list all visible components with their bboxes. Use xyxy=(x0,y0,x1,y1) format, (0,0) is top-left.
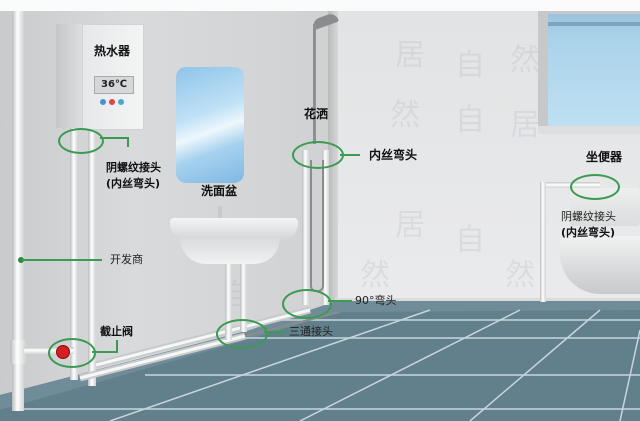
callout-leader xyxy=(100,137,128,139)
callout-90-elbow: 90°弯头 xyxy=(355,294,397,307)
callout-toilet-joint-line1: 阴螺纹接头 xyxy=(561,210,616,223)
wash-basin xyxy=(170,218,298,240)
callout-ring-90-elbow xyxy=(282,289,332,319)
main-supply-pipe xyxy=(12,11,24,411)
callout-toilet-joint-line2: (内丝弯头) xyxy=(561,226,616,239)
callout-heater-joint-line2: (内丝弯头) xyxy=(106,177,161,190)
toilet-bowl xyxy=(560,236,640,294)
heater-knob-icon xyxy=(118,99,124,105)
sink-drain-pipe xyxy=(225,260,232,340)
callout-leader xyxy=(340,154,360,156)
window-sill xyxy=(538,126,640,134)
water-heater-side xyxy=(56,24,86,128)
heater-pipe-hot xyxy=(88,128,96,386)
window-glass xyxy=(548,14,640,126)
callout-dot xyxy=(18,257,24,263)
toilet-label: 坐便器 xyxy=(586,150,623,164)
watermark: 自 xyxy=(455,223,485,258)
wash-basin-label: 洗面盆 xyxy=(201,184,238,198)
wash-basin-bowl xyxy=(180,238,280,264)
shower-pipe-right xyxy=(322,150,329,305)
shower-pipe-left xyxy=(302,150,309,305)
window-bar xyxy=(548,22,640,26)
callout-ring-heater-joint xyxy=(58,128,104,154)
callout-ring-tee-joint xyxy=(216,319,268,349)
callout-leader xyxy=(92,351,118,353)
callout-tee-joint: 三通接头 xyxy=(289,325,333,338)
watermark: 然 xyxy=(510,43,540,78)
watermark: 自 xyxy=(455,103,485,138)
pipe-tee-fitting xyxy=(10,340,26,364)
callout-leader xyxy=(127,137,129,147)
callout-heater-joint-line1: 阴螺纹接头 xyxy=(106,161,161,174)
mirror xyxy=(176,67,244,183)
temperature-display: 36℃ xyxy=(94,76,134,94)
toilet-riser-pipe xyxy=(540,182,546,302)
water-heater-label: 热水器 xyxy=(93,44,130,58)
watermark: 自 xyxy=(455,48,485,83)
watermark: 然 xyxy=(505,258,535,293)
callout-leader xyxy=(116,340,118,352)
heater-knob-icon xyxy=(109,99,115,105)
watermark: 然 xyxy=(360,258,390,293)
watermark: 居 xyxy=(510,108,540,143)
callout-ring-stop-valve xyxy=(48,338,96,368)
sink-supply-pipe xyxy=(240,260,247,332)
callout-ring-toilet-joint xyxy=(570,174,620,200)
baseboard xyxy=(335,298,640,301)
callout-shower-elbow: 内丝弯头 xyxy=(369,148,418,162)
shower-riser xyxy=(313,24,316,144)
heater-knob-icon xyxy=(100,99,106,105)
watermark: 居 xyxy=(395,208,425,243)
heater-pipe-cold xyxy=(70,128,78,380)
watermark: 然 xyxy=(390,98,420,133)
callout-leader xyxy=(328,300,352,302)
shower-label: 花洒 xyxy=(304,107,329,121)
shower-hose xyxy=(310,160,324,292)
callout-ring-shower-elbow xyxy=(292,141,344,169)
callout-stop-valve: 截止阀 xyxy=(100,325,133,338)
callout-leader xyxy=(264,331,286,333)
top-border xyxy=(0,0,640,11)
faucet xyxy=(218,206,222,220)
watermark: 居 xyxy=(395,38,425,73)
callout-leader xyxy=(22,259,102,261)
callout-developer-pipe: 开发商 xyxy=(110,253,143,266)
